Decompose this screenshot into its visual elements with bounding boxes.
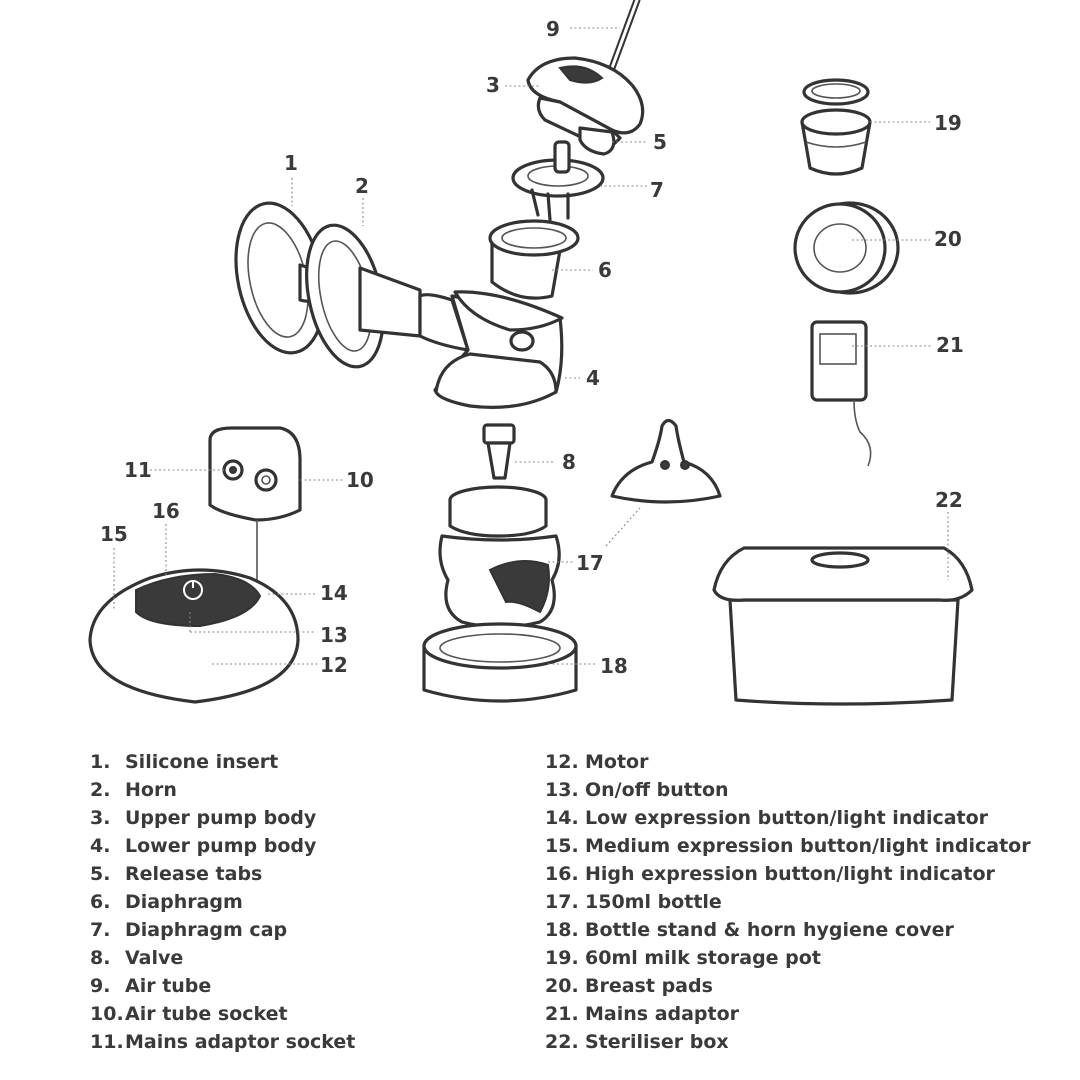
callout-2: 2: [355, 174, 369, 198]
callout-19: 19: [934, 111, 962, 135]
legend-item-11: 11.Mains adaptor socket: [90, 1031, 356, 1053]
callout-3: 3: [486, 73, 500, 97]
callout-9: 9: [546, 17, 560, 41]
storage-pot: [800, 78, 872, 176]
callout-17: 17: [576, 551, 604, 575]
callout-1: 1: [284, 151, 298, 175]
socket-close-up: [208, 426, 302, 586]
callout-15: 15: [100, 522, 128, 546]
valve: [482, 423, 516, 480]
legend-item-15: 15.Medium expression button/light indica…: [545, 835, 1031, 857]
legend-item-7: 7.Diaphragm cap: [90, 919, 288, 941]
callout-numbers: 1 2 3 4 5 6 7 8 9 10 11 12 13 14 15 16 1…: [100, 17, 964, 678]
legend-item-14: 14.Low expression button/light indicator: [545, 807, 989, 829]
mains-adaptor: [810, 320, 872, 467]
legend-item-4: 4.Lower pump body: [90, 835, 317, 857]
lower-pump-body: [418, 290, 564, 409]
callout-6: 6: [598, 258, 612, 282]
teat: [610, 418, 722, 504]
callout-11: 11: [124, 458, 152, 482]
callout-5: 5: [653, 130, 667, 154]
callout-22: 22: [935, 488, 963, 512]
leader-lines: [113, 27, 949, 665]
callout-16: 16: [152, 499, 180, 523]
air-tube: [608, 0, 641, 72]
steriliser-box: [712, 546, 974, 706]
diaphragm: [488, 219, 580, 300]
callout-13: 13: [320, 623, 348, 647]
callout-14: 14: [320, 581, 348, 605]
callout-12: 12: [320, 653, 348, 677]
legend-item-2: 2.Horn: [90, 779, 177, 801]
legend-item-22: 22.Steriliser box: [545, 1031, 729, 1053]
legend-item-6: 6.Diaphragm: [90, 891, 243, 913]
legend-item-10: 10.Air tube socket: [90, 1003, 288, 1025]
legend-item-3: 3.Upper pump body: [90, 807, 317, 829]
legend-item-8: 8.Valve: [90, 947, 184, 969]
legend-item-1: 1.Silicone insert: [90, 751, 279, 773]
legend-item-16: 16.High expression button/light indicato…: [545, 863, 995, 885]
legend-item-5: 5.Release tabs: [90, 863, 263, 885]
callout-20: 20: [934, 227, 962, 251]
legend-item-12: 12.Motor: [545, 751, 649, 773]
legend-item-21: 21.Mains adaptor: [545, 1003, 740, 1025]
callout-21: 21: [936, 333, 964, 357]
legend-item-20: 20.Breast pads: [545, 975, 713, 997]
callout-8: 8: [562, 450, 576, 474]
horn: [305, 223, 422, 369]
legend-item-18: 18.Bottle stand & horn hygiene cover: [545, 919, 954, 941]
motor-unit: [88, 568, 300, 704]
legend-item-13: 13.On/off button: [545, 779, 729, 801]
legend-item-19: 19.60ml milk storage pot: [545, 947, 821, 969]
callout-4: 4: [586, 366, 600, 390]
callout-7: 7: [650, 178, 664, 202]
diaphragm-cap: [511, 140, 605, 222]
legend-item-9: 9.Air tube: [90, 975, 212, 997]
release-tabs: [578, 126, 616, 156]
bottle-stand: [422, 622, 578, 703]
callout-18: 18: [600, 654, 628, 678]
bottle: [438, 485, 561, 629]
upper-pump-body: [526, 56, 645, 149]
breast-pads: [793, 201, 900, 295]
legend-item-17: 17.150ml bottle: [545, 891, 722, 913]
callout-10: 10: [346, 468, 374, 492]
